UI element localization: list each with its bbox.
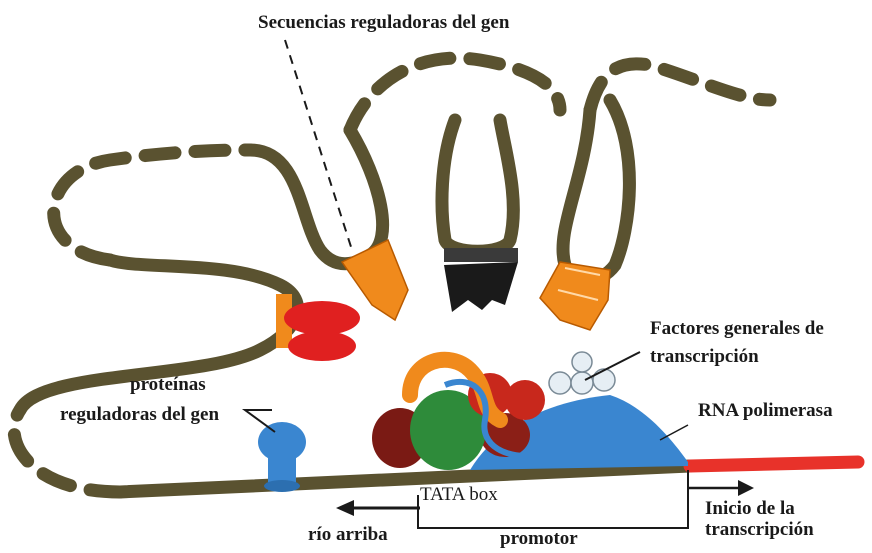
label-general-factors-1: Factores generales de <box>650 318 824 339</box>
label-regulatory-proteins-1: proteínas <box>130 374 206 395</box>
dna-to-seq2 <box>563 100 629 280</box>
upstream-arrow <box>336 500 420 516</box>
label-general-factors-2: transcripción <box>650 346 759 367</box>
rna-polymerase-leader <box>660 425 688 440</box>
dna-upper-left-dashed <box>54 150 250 260</box>
transcription-complex <box>372 352 688 470</box>
transcribed-region <box>690 462 858 466</box>
white-factor-beads <box>549 352 615 394</box>
label-tata-box: TATA box <box>420 484 498 505</box>
orange-regulatory-protein-2 <box>540 262 610 330</box>
red-regulatory-protein <box>276 294 360 361</box>
label-regulatory-sequences: Secuencias reguladoras del gen <box>258 12 510 33</box>
dna-base <box>120 466 690 492</box>
regulatory-proteins-leader <box>245 410 275 432</box>
dna-to-black-seq <box>442 120 513 251</box>
transcription-start-arrow <box>688 480 754 496</box>
label-rna-polymerase: RNA polimerasa <box>698 400 833 421</box>
label-transcription-start-2: transcripción <box>705 519 814 540</box>
label-promoter: promotor <box>500 528 578 548</box>
black-regulatory-protein <box>444 248 518 312</box>
dna-to-seq1 <box>250 130 383 264</box>
label-regulatory-proteins-2: reguladoras del gen <box>60 404 219 425</box>
label-transcription-start-1: Inicio de la <box>705 498 795 519</box>
regulatory-sequences-leader <box>285 40 352 250</box>
label-upstream: río arriba <box>308 524 388 545</box>
red-factor-2 <box>505 380 545 420</box>
